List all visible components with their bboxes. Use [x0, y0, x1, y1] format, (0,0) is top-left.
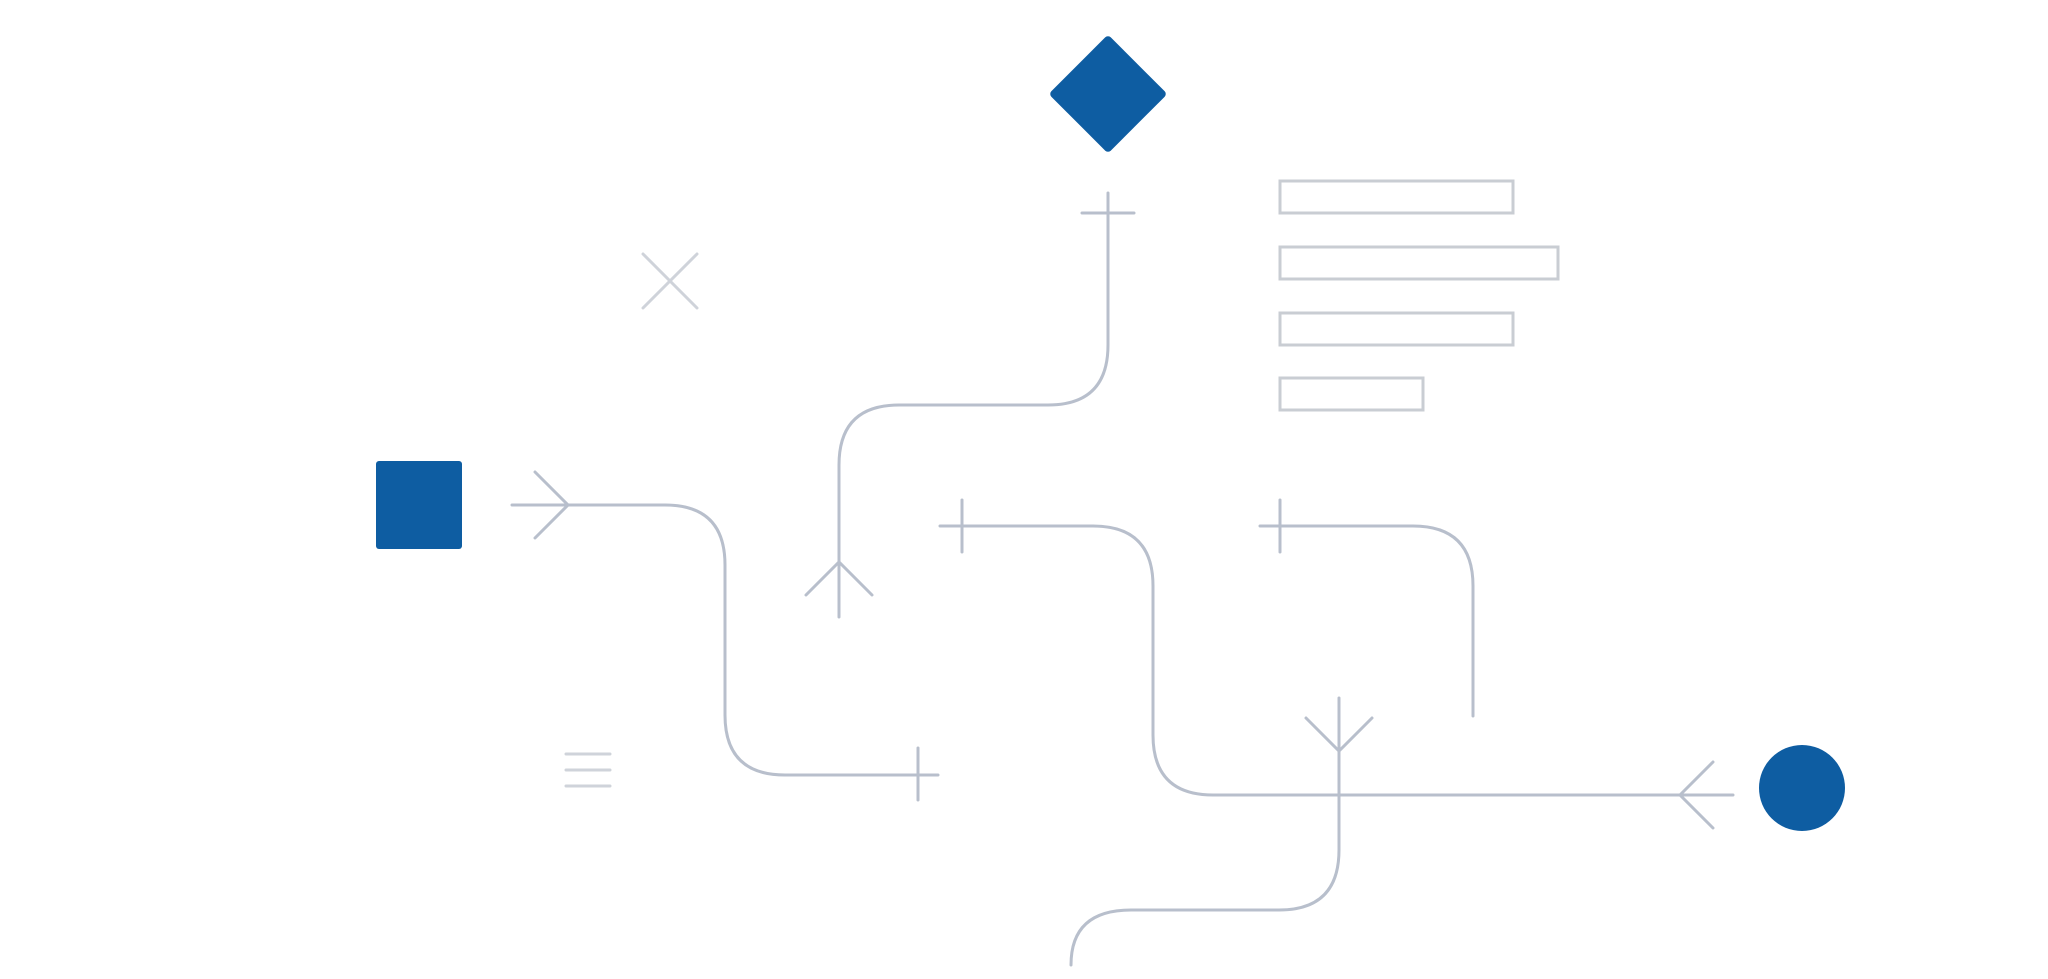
connector-arrow-end	[533, 470, 571, 540]
text-line-bar	[1278, 245, 1560, 281]
text-line-bar	[1278, 311, 1515, 347]
connector-right-short	[1258, 498, 1475, 718]
circle-node[interactable]	[1759, 745, 1845, 831]
connector-middle-to-circle	[938, 498, 1735, 830]
text-line-bar	[1278, 376, 1425, 412]
menu-icon	[564, 752, 612, 788]
diamond-node[interactable]	[1049, 35, 1168, 154]
square-node-icon	[376, 461, 462, 549]
square-node[interactable]	[376, 461, 462, 549]
connector-square-to-bottom	[510, 470, 940, 802]
connector-arrow-end	[1304, 716, 1374, 754]
connector-vertical-to-bottom	[1069, 696, 1374, 967]
connector-arrow-end	[804, 559, 874, 597]
diamond-node-icon	[1050, 36, 1166, 152]
text-line-bar	[1278, 179, 1515, 215]
connector-path	[510, 503, 940, 777]
circle-node-icon	[1759, 745, 1845, 831]
connector-path	[1069, 696, 1341, 967]
connector-path	[938, 524, 1735, 797]
connector-arrow-up-to-diamond	[804, 191, 1136, 619]
menu-icon-stroke	[564, 752, 612, 788]
close-icon-stroke	[641, 252, 699, 310]
connector-arrow-end	[1677, 760, 1715, 830]
text-lines-icon	[1278, 179, 1560, 412]
connector-path	[837, 191, 1110, 619]
close-icon	[641, 252, 699, 310]
connector-path	[1258, 524, 1475, 718]
